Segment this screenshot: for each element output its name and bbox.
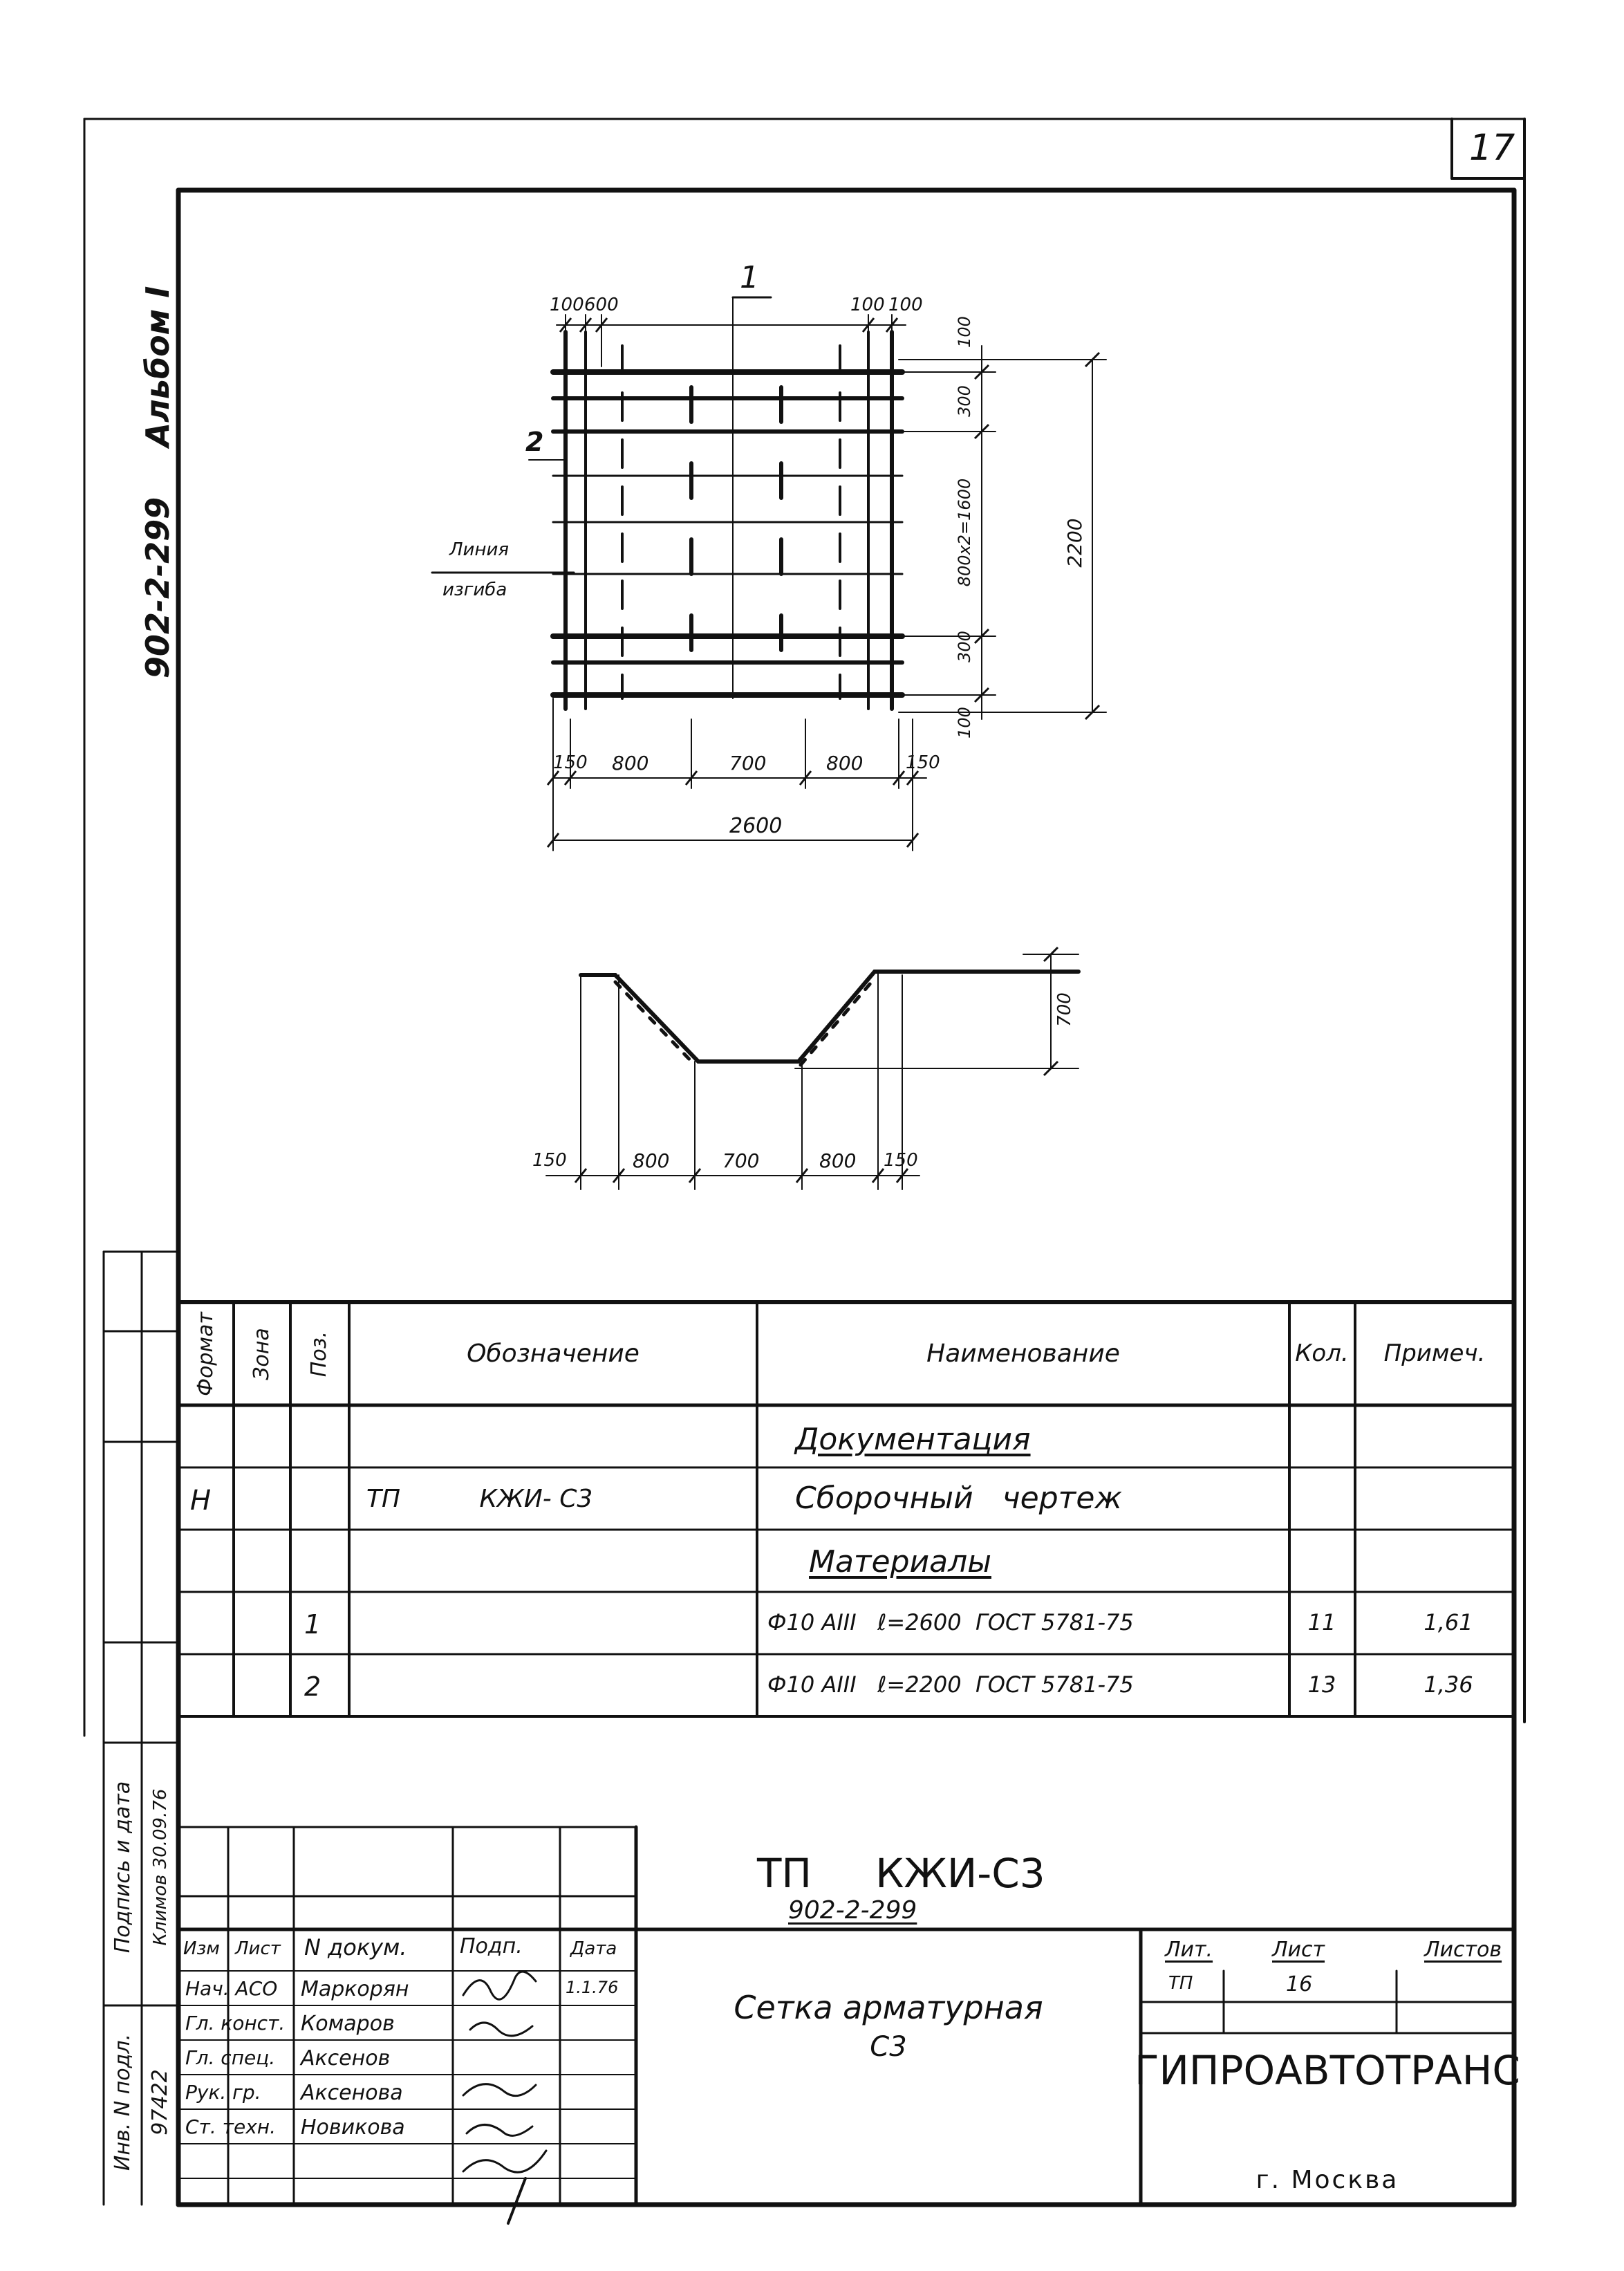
section-dim: 800 [633,1149,670,1172]
doc-code: ТП КЖИ-С3 [757,1850,1045,1897]
spec-section-materials: Материалы [809,1544,991,1579]
tb-date: 1.1.76 [566,1978,619,1997]
bottom-dim: 150 [906,752,940,773]
tb-person: Аксенова [301,2081,403,2105]
tb-col-header: Дата [570,1938,617,1959]
spec-name: Ф10 АIII ℓ=2200 ГОСТ 5781-75 [767,1671,1134,1698]
right-dim: 300 [955,385,974,417]
spec-pos: 1 [304,1609,321,1640]
tb-role: Нач. АСО [185,1977,278,2000]
tb-col-header: Лист [235,1938,281,1959]
top-dim: 100 [550,295,584,315]
drawing-title: Сетка арматурная [734,1989,1043,2026]
sheet-label: Лист [1272,1938,1325,1962]
header-designation: Обозначение [467,1340,640,1368]
bottom-dim: 800 [612,752,649,775]
overall-width-dim: 2600 [729,814,783,838]
header-note: Примеч. [1383,1340,1486,1367]
sheets-label: Листов [1424,1938,1502,1962]
spec-qty: 11 [1307,1609,1336,1635]
spec-section-documentation: Документация [795,1422,1031,1457]
spec-name: Сборочный чертеж [795,1481,1123,1516]
section-mark: 1 [740,260,759,295]
tb-person: Комаров [301,2012,395,2036]
top-dim: 600 [584,295,619,315]
section-dim: 150 [532,1150,567,1171]
drawing-title-mark: С3 [870,2031,907,2063]
header-pos: Поз. [307,1331,331,1378]
bottom-dim: 700 [729,752,767,775]
spec-designation: ТП КЖИ- С3 [366,1485,593,1513]
organization-name: ГИПРОАВТОТРАНС [1135,2047,1520,2094]
project-code: 902-2-299 [788,1896,917,1925]
project-code-vertical: 902-2-299 [139,497,176,679]
header-name: Наименование [926,1340,1120,1368]
tb-role: Гл. спец. [185,2046,276,2069]
spec-note: 1,36 [1424,1671,1473,1698]
sign-value: Климов 30.09.76 [150,1788,171,1946]
section-dim: 800 [819,1149,857,1172]
organization-city: г. Москва [1256,2166,1399,2194]
header-zone: Зона [250,1328,274,1380]
tb-col-header: Изм [183,1938,220,1959]
header-qty: Кол. [1295,1340,1349,1367]
tb-person: Маркорян [301,1977,409,2001]
sign-label: Подпись и дата [111,1781,135,1954]
section-height-dim: 700 [1054,992,1075,1027]
right-dim: 800x2=1600 [955,478,974,587]
inv-label: Инв. N подл. [111,2033,135,2171]
tb-role: Рук. гр. [185,2081,261,2104]
bend-line-label-2: изгиба [442,580,507,600]
bottom-dim: 150 [553,752,588,773]
section-dim: 700 [722,1149,760,1172]
tb-col-header: N докум. [304,1934,407,1961]
lit-value: ТП [1168,1973,1193,1994]
page-number: 17 [1469,127,1515,169]
spec-format: Н [190,1485,212,1517]
bar-mark-2: 2 [525,427,544,457]
tb-role: Гл. конст. [185,2012,286,2034]
album-label: Альбом I [139,286,176,447]
right-dim: 100 [955,707,974,739]
top-dim: 100 [888,295,923,315]
lit-label: Лит. [1165,1938,1213,1962]
spec-note: 1,61 [1424,1609,1473,1635]
bottom-dim: 800 [826,752,864,775]
inv-value: 97422 [148,2069,172,2135]
top-dim: 100 [850,295,885,315]
tb-role: Ст. техн. [185,2115,276,2138]
spec-qty: 13 [1307,1671,1336,1698]
right-dim: 300 [955,631,974,662]
tb-person: Аксенов [301,2046,391,2070]
spec-name: Ф10 АIII ℓ=2600 ГОСТ 5781-75 [767,1609,1134,1635]
bend-line-label-1: Линия [449,539,509,560]
sheet-value: 16 [1286,1972,1313,1996]
spec-pos: 2 [304,1671,321,1702]
tb-col-header: Подп. [460,1934,523,1958]
tb-person: Новикова [301,2115,405,2140]
overall-height-dim: 2200 [1063,518,1086,568]
right-dim: 100 [955,316,974,348]
section-dim: 150 [884,1150,918,1171]
header-format: Формат [194,1312,218,1396]
